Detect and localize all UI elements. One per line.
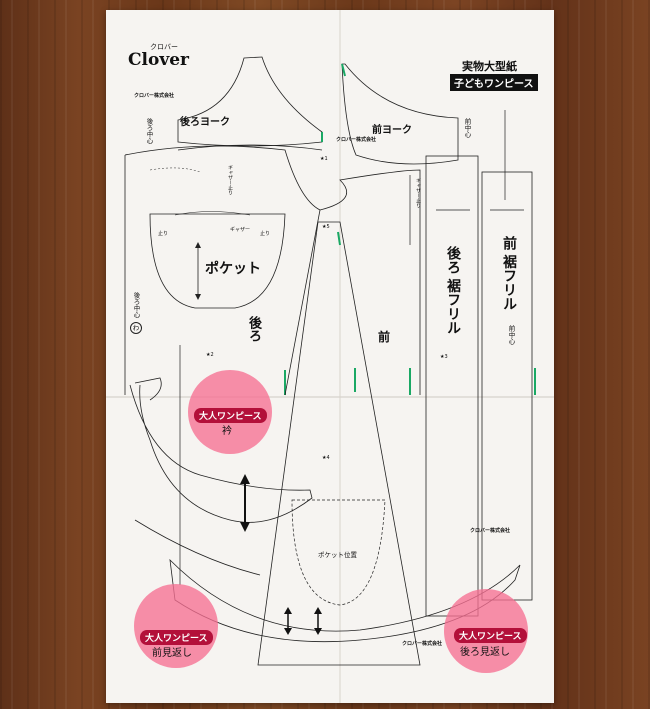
front-label: 前 — [378, 330, 391, 344]
stop-label-2: 止り — [260, 231, 271, 237]
callout-text-collar: 衿 — [222, 426, 232, 437]
callout-text-front-facing: 前見返し — [152, 648, 192, 659]
back-yoke-label: 後ろヨーク — [180, 117, 230, 128]
gather-label: ギャザー — [230, 227, 251, 233]
pocket-position-label: ポケット位置 — [318, 551, 357, 559]
mark-4: ★4 — [322, 455, 330, 461]
page-title: 実物大型紙 — [462, 60, 517, 73]
company-label: クロバー株式会社 — [134, 93, 175, 99]
back-frill-label: 後ろ 裾フリル — [445, 246, 461, 335]
callout-tag-collar: 大人ワンピース — [194, 408, 267, 423]
company-label-4: クロバー株式会社 — [402, 641, 443, 647]
gather-stop-label-2: ギャザー止り — [415, 178, 421, 208]
stop-label: 止り — [158, 231, 169, 237]
company-label-3: クロバー株式会社 — [470, 528, 511, 534]
brand-logo: Clover — [128, 50, 189, 70]
front-center-frill: 前中心 — [507, 325, 515, 345]
mark-1: ★1 — [320, 156, 328, 162]
pocket-label: ポケット — [205, 261, 261, 277]
callout-text-back-facing: 後ろ見返し — [460, 647, 510, 658]
back-center-yoke: 後ろ中心 — [145, 118, 153, 144]
mark-3: ★3 — [440, 354, 448, 360]
gather-stop-label: ギャザー止り — [227, 165, 233, 195]
front-center-yoke: 前中心 — [463, 118, 471, 138]
back-center-body: 後ろ中心 — [132, 292, 140, 318]
wa-mark: わ — [130, 322, 142, 334]
callout-circle-front-facing — [134, 584, 218, 668]
front-yoke-label: 前ヨーク — [372, 125, 412, 136]
mark-5: ★5 — [322, 224, 330, 230]
front-frill-label: 前 裾フリル — [501, 236, 517, 311]
company-label-2: クロバー株式会社 — [336, 137, 377, 143]
brand-katakana: クロバー — [150, 43, 178, 51]
callout-tag-back-facing: 大人ワンピース — [454, 628, 527, 643]
back-label: 後ろ — [246, 316, 261, 342]
callout-tag-front-facing: 大人ワンピース — [140, 630, 213, 645]
page-subtitle: 子どもワンピース — [450, 74, 538, 91]
mark-2: ★2 — [206, 352, 214, 358]
